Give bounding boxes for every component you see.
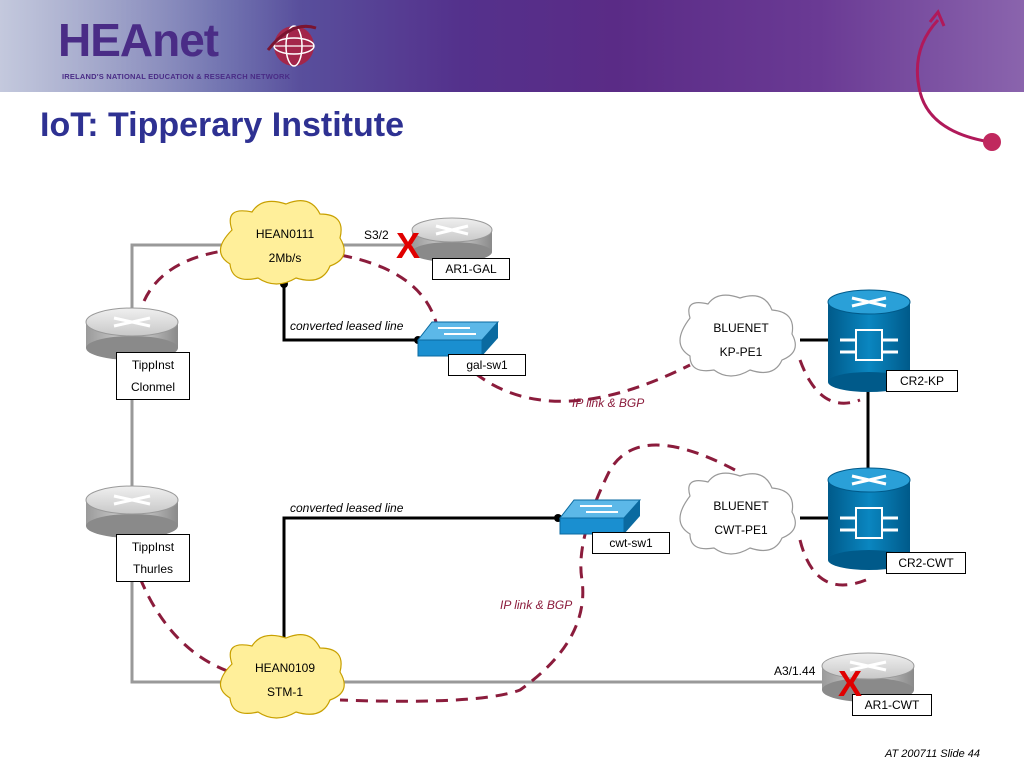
- device-label-tipp-clonmel: TippInst Clonmel: [116, 352, 190, 400]
- device-label-gal-sw1: gal-sw1: [448, 354, 526, 376]
- page-title: IoT: Tipperary Institute: [40, 106, 404, 144]
- dashed-links: [136, 248, 867, 703]
- black-links: [282, 284, 870, 642]
- leased-line-bottom: [282, 516, 558, 642]
- switch-gal-sw1: [416, 321, 500, 357]
- heanet-logo: HEAnet IRELAND'S NATIONAL EDUCATION & RE…: [58, 12, 317, 82]
- converted-leased-line-top: converted leased line: [290, 319, 404, 333]
- globe-icon: [266, 24, 317, 67]
- converted-leased-line-bottom: converted leased line: [290, 501, 404, 515]
- cloud-hean0111-line2: 2Mb/s: [268, 251, 302, 265]
- cloud-bluenet-cwt-line1: BLUENET: [713, 499, 769, 513]
- link-clonmel-hean0111: [130, 243, 228, 332]
- tipp-thurles-line2: Thurles: [132, 562, 173, 576]
- device-label-cr2-kp: CR2-KP: [886, 370, 958, 392]
- cloud-bluenet-kp: [679, 294, 796, 377]
- logo-tagline: IRELAND'S NATIONAL EDUCATION & RESEARCH …: [62, 72, 291, 81]
- ip-link-bgp-top: IP link & BGP: [572, 396, 645, 410]
- cloud-hean0109: [219, 634, 345, 719]
- tipp-thurles-line1: TippInst: [131, 540, 175, 554]
- device-label-cr2-cwt: CR2-CWT: [886, 552, 966, 574]
- logo-text: HEAnet: [58, 14, 219, 66]
- banner-shade: [0, 0, 300, 92]
- device-label-ar1-cwt: AR1-CWT: [852, 694, 932, 716]
- link-thurles-hean0109: [130, 532, 228, 684]
- leased-line-top: [282, 284, 418, 342]
- interface-s3-2: S3/2: [364, 228, 389, 242]
- switch-cwt-sw1: [558, 499, 642, 535]
- cloud-hean0109-line2: STM-1: [267, 685, 303, 699]
- core-router-cr2-cwt: [827, 467, 911, 570]
- cloud-hean0109-line1: HEAN0109: [254, 661, 316, 675]
- failure-x-mark-bottom: X: [838, 663, 863, 704]
- ip-link-bgp-bottom: IP link & BGP: [500, 598, 573, 612]
- swoosh-tail: [918, 92, 1001, 151]
- dashed-cwt-cr2cwt: [798, 539, 867, 587]
- cloud-hean0111-line1: HEAN0111: [255, 227, 315, 241]
- router-ar1-gal: [411, 217, 493, 262]
- swoosh-decoration: [915, 9, 946, 92]
- cloud-bluenet-cwt-label: BLUENET CWT-PE1: [700, 494, 782, 542]
- device-label-ar1-gal: AR1-GAL: [432, 258, 510, 280]
- failure-x-mark-top: X: [396, 225, 421, 266]
- router-tipp-clonmel: [85, 307, 179, 360]
- dashed-galsw-kp: [458, 358, 691, 403]
- cloud-bluenet-cwt-line2: CWT-PE1: [714, 523, 768, 537]
- device-label-cwt-sw1: cwt-sw1: [592, 532, 670, 554]
- header-banner: HEAnet IRELAND'S NATIONAL EDUCATION & RE…: [0, 0, 1024, 92]
- tipp-clonmel-line2: Clonmel: [130, 380, 175, 394]
- dashed-cwtsw-loop: [339, 443, 736, 703]
- dashed-kp-cr2kp: [798, 359, 861, 405]
- dashed-thurles-hean0109: [138, 577, 231, 674]
- cloud-bluenet-kp-line2: KP-PE1: [719, 345, 763, 359]
- dashed-hean0111-galsw: [339, 253, 438, 323]
- cloud-hean0111-label: HEAN0111 2Mb/s: [244, 222, 326, 270]
- interface-a3-1-44: A3/1.44: [774, 664, 816, 678]
- cloud-bluenet-kp-line1: BLUENET: [713, 321, 769, 335]
- cloud-bluenet-cwt: [679, 472, 796, 555]
- router-tipp-thurles: [85, 485, 179, 538]
- dashed-clonmel-hean0111: [136, 248, 231, 321]
- tipp-clonmel-line1: TippInst: [131, 358, 175, 372]
- slide-footer: AT 200711 Slide 44: [885, 748, 980, 760]
- cloud-bluenet-kp-label: BLUENET KP-PE1: [700, 316, 782, 364]
- cloud-hean0109-label: HEAN0109 STM-1: [244, 656, 326, 704]
- cloud-hean0111: [219, 200, 345, 285]
- device-label-tipp-thurles: TippInst Thurles: [116, 534, 190, 582]
